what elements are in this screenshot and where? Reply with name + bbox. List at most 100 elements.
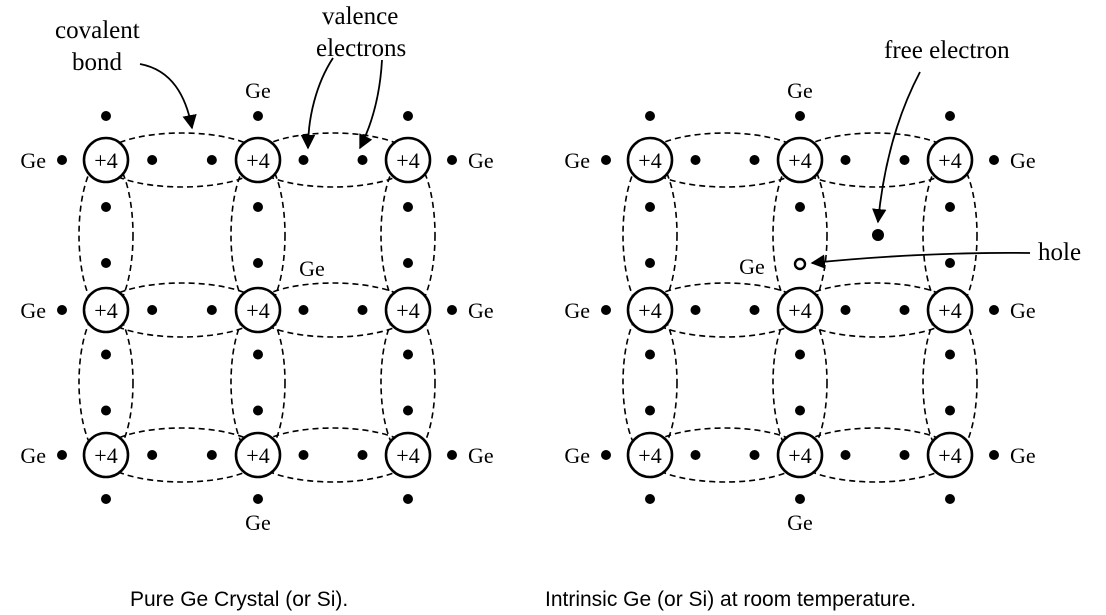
ge-atom-label: Ge	[564, 298, 590, 323]
ge-nucleus	[384, 286, 432, 334]
valence-electron	[253, 111, 263, 121]
valence-electron	[206, 450, 217, 460]
valence-electron	[989, 450, 999, 460]
nucleus-charge-label: +4	[246, 148, 269, 173]
valence-electron	[945, 494, 955, 504]
valence-electron	[298, 450, 309, 460]
valence-electron	[795, 111, 805, 121]
ge-atom-label: Ge	[20, 443, 46, 468]
ge-atom-label: Ge	[468, 443, 494, 468]
valence-label-line2: electrons	[316, 35, 406, 62]
nucleus-charge-label: +4	[396, 443, 419, 468]
ge-nucleus	[926, 286, 974, 334]
ge-nucleus	[926, 136, 974, 184]
ge-nucleus	[234, 286, 282, 334]
ge-atom-label: Ge	[1010, 298, 1036, 323]
valence-electron	[795, 405, 805, 416]
ge-nuclei: +4+4+4+4+4+4+4+4+4	[82, 136, 432, 479]
hole-arrow	[810, 251, 1031, 269]
ge-atom-label: Ge	[787, 78, 813, 103]
valence-electron	[840, 155, 851, 165]
valence-electron	[253, 258, 263, 268]
ge-atom-label: Ge	[1010, 148, 1036, 173]
valence-electron	[253, 405, 263, 416]
nucleus-charge-label: +4	[638, 443, 661, 468]
valence-electron	[447, 155, 457, 165]
nucleus-charge-label: +4	[94, 148, 117, 173]
valence-electron	[253, 202, 263, 212]
valence-electron	[645, 405, 655, 416]
valence-electron	[899, 305, 910, 315]
valence-electron	[749, 305, 760, 315]
valence-electron	[645, 202, 655, 212]
ge-nucleus	[926, 431, 974, 479]
valence-electron	[645, 111, 655, 121]
ge-nucleus	[234, 431, 282, 479]
valence-electron	[403, 202, 413, 212]
valence-electron	[57, 155, 67, 165]
nucleus-charge-label: +4	[638, 148, 661, 173]
valence-electron	[645, 494, 655, 504]
valence-electron	[57, 305, 67, 315]
valence-electron	[298, 305, 309, 315]
nucleus-charge-label: +4	[788, 298, 811, 323]
valence-electron	[945, 258, 955, 268]
valence-electron	[253, 494, 263, 504]
left-caption: Pure Ge Crystal (or Si).	[130, 588, 348, 611]
valence-electron	[795, 494, 805, 504]
ge-nucleus	[626, 286, 674, 334]
valence-electron	[989, 305, 999, 315]
valence-electron	[357, 155, 368, 165]
hole	[793, 257, 807, 271]
nucleus-charge-label: +4	[246, 298, 269, 323]
valence-electron	[101, 349, 111, 360]
valence-electron	[690, 450, 701, 460]
covalent-bond-arrow	[139, 63, 197, 130]
nucleus-charge-label: +4	[938, 298, 961, 323]
nucleus-charge-label: +4	[938, 148, 961, 173]
ge-nucleus	[82, 286, 130, 334]
valence-electron	[298, 155, 309, 165]
nucleus-charge-label: +4	[788, 443, 811, 468]
ge-atom-label: Ge	[564, 443, 590, 468]
valence-electrons	[601, 111, 999, 504]
valence-electron	[57, 450, 67, 460]
valence-electron	[206, 305, 217, 315]
ge-atom-label: Ge	[1010, 443, 1036, 468]
valence-electron	[101, 111, 111, 121]
ge-atom-label: Ge	[468, 148, 494, 173]
valence-arrow-1	[300, 57, 334, 150]
valence-electron	[101, 494, 111, 504]
nucleus-charge-label: +4	[94, 443, 117, 468]
valence-electron	[749, 450, 760, 460]
valence-electron	[749, 155, 760, 165]
covalent-bond-label-line2: bond	[72, 49, 123, 76]
free-electron	[872, 229, 884, 241]
ge-nucleus	[776, 286, 824, 334]
valence-electron	[645, 258, 655, 268]
valence-label-line1: valence	[322, 3, 398, 30]
ge-atom-label: Ge	[787, 510, 813, 535]
valence-electron	[945, 111, 955, 121]
ge-nucleus	[82, 136, 130, 184]
ge-atom-label: Ge	[299, 256, 325, 281]
valence-electron	[690, 155, 701, 165]
valence-electron	[989, 155, 999, 165]
valence-electron	[795, 349, 805, 360]
valence-electron	[147, 450, 158, 460]
nucleus-charge-label: +4	[396, 298, 419, 323]
ge-atom-label: Ge	[739, 254, 765, 279]
nucleus-charge-label: +4	[938, 443, 961, 468]
ge-nuclei: +4+4+4+4+4+4+4+4+4	[626, 136, 974, 479]
valence-electron	[147, 155, 158, 165]
valence-electron	[403, 258, 413, 268]
ge-atom-label: Ge	[245, 78, 271, 103]
ge-nucleus	[82, 431, 130, 479]
ge-nucleus	[626, 136, 674, 184]
ge-atom-label: Ge	[20, 298, 46, 323]
ge-nucleus	[384, 136, 432, 184]
